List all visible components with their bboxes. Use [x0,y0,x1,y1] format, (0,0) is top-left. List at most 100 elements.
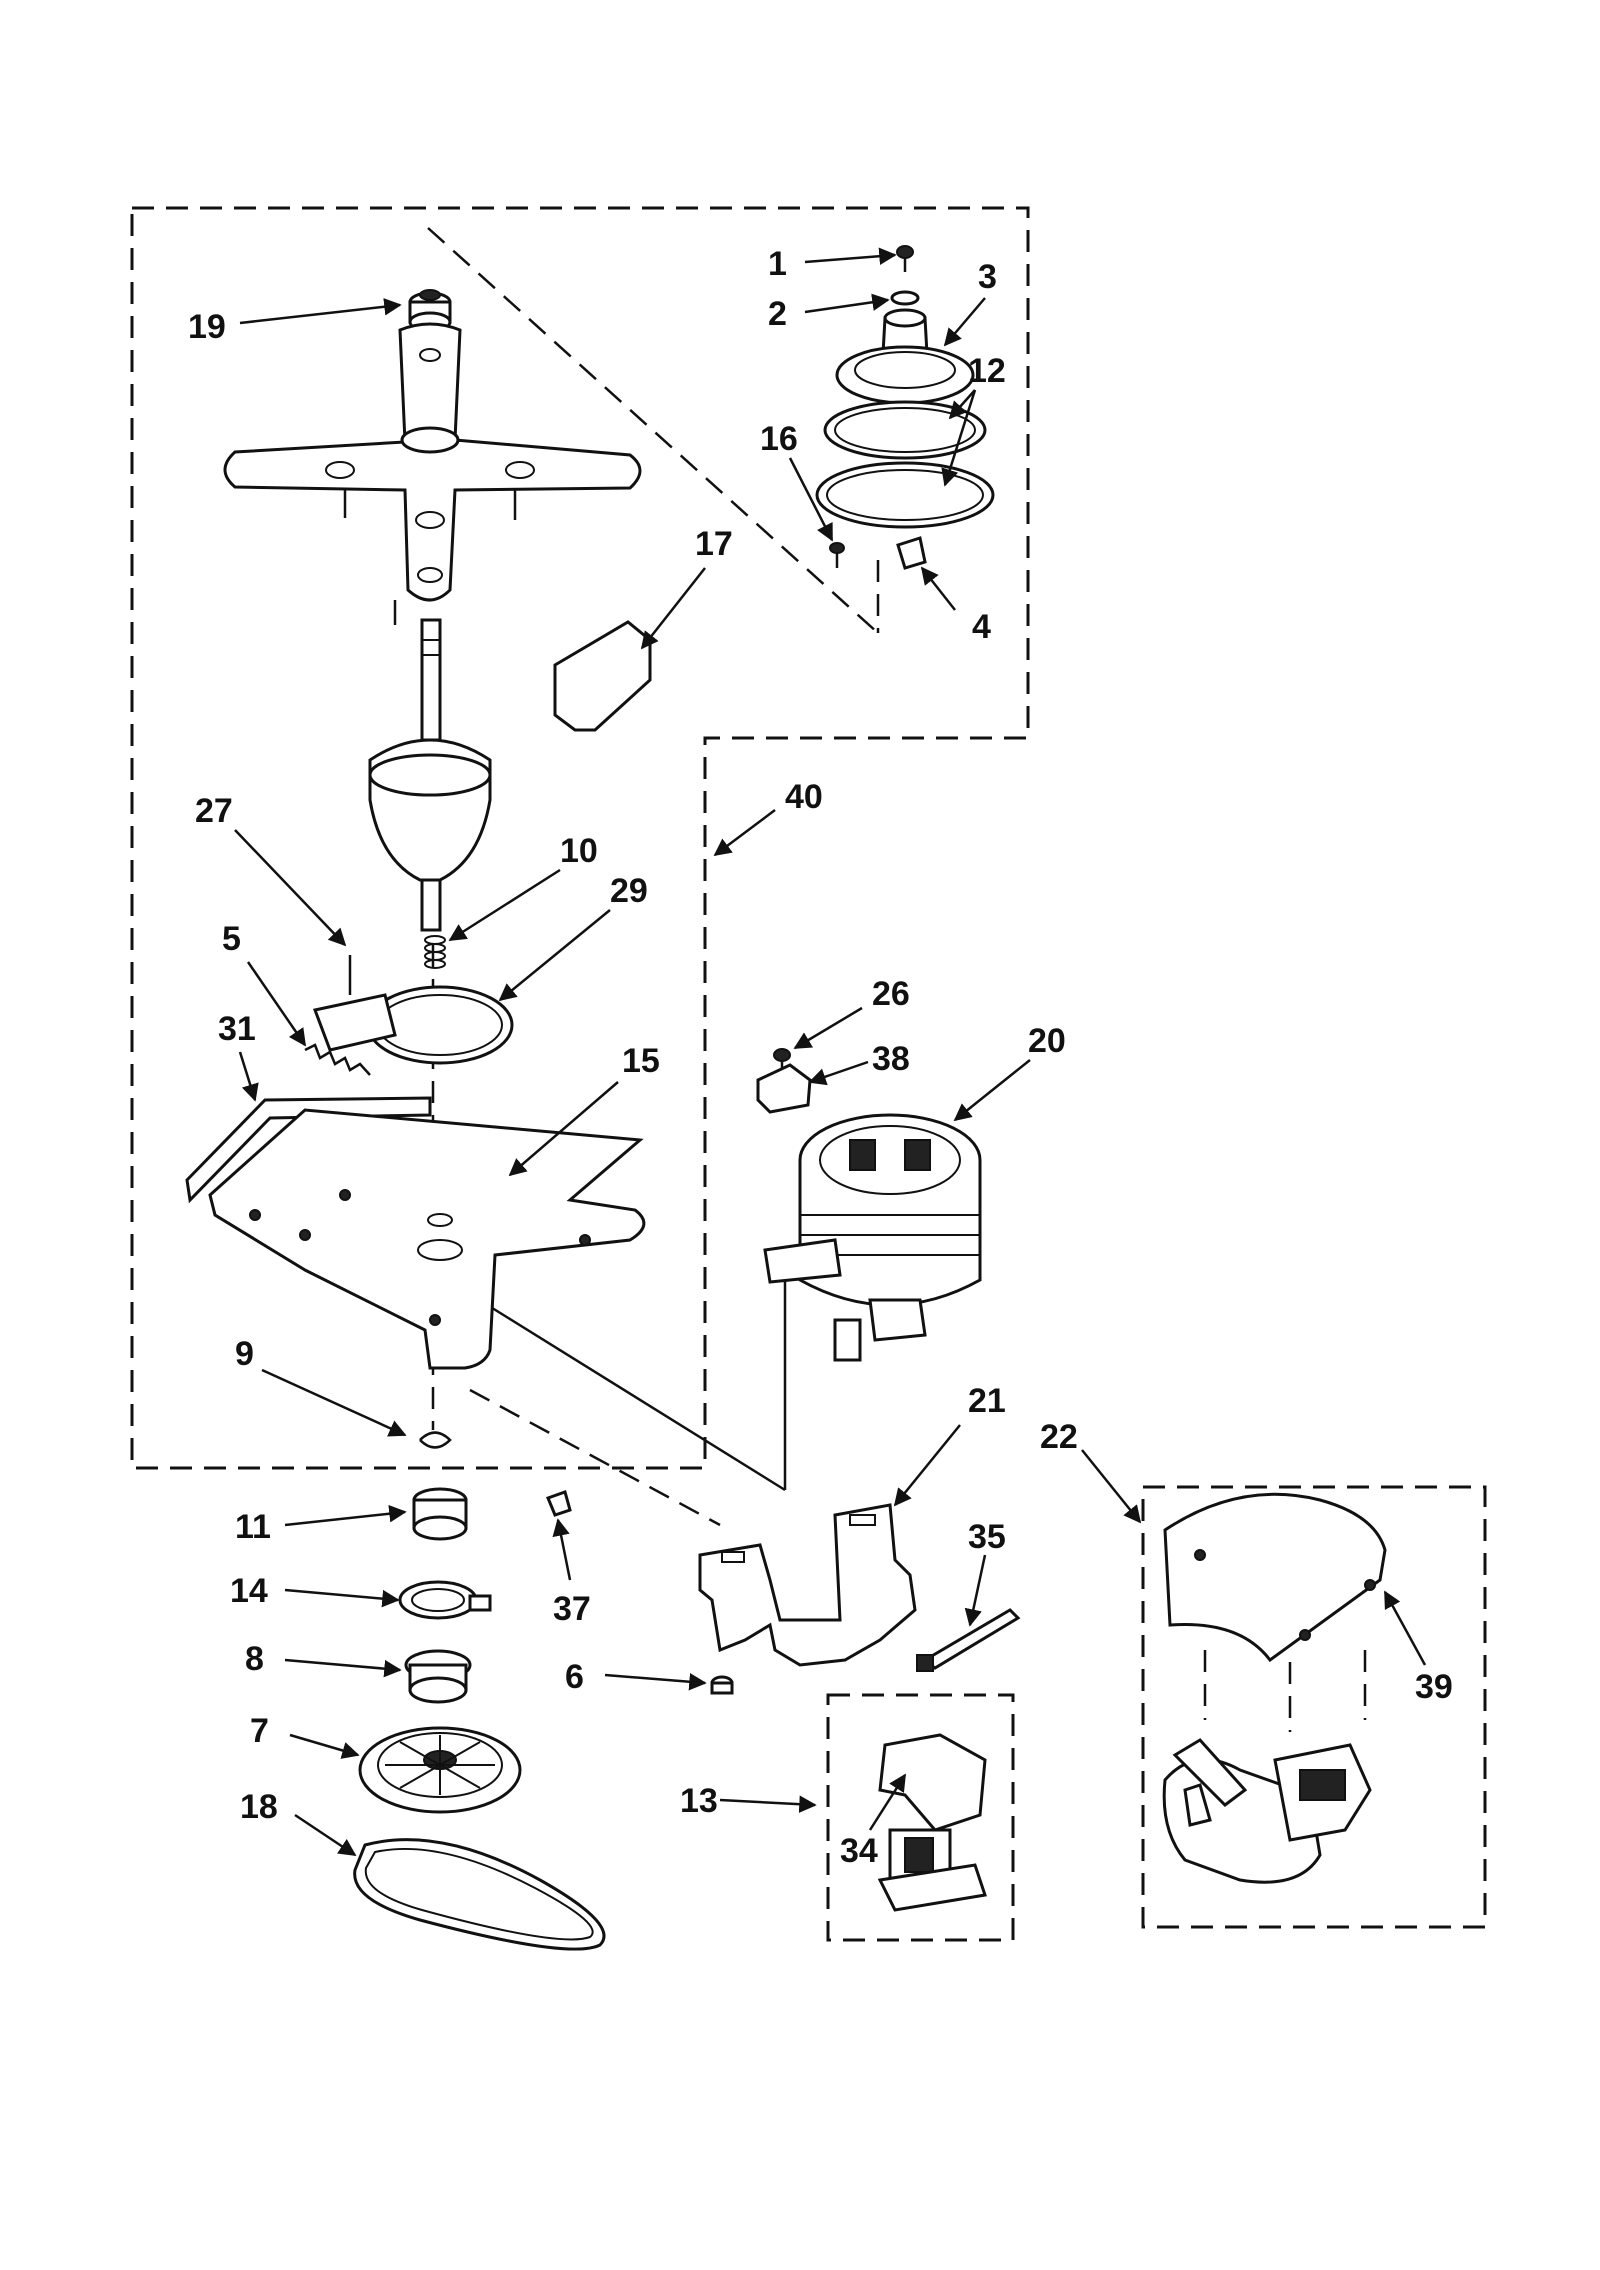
cable-tie-part [916,1608,1021,1672]
leader-10 [448,868,561,942]
leader-8 [284,1658,402,1678]
base-plate-part [208,1108,646,1370]
clamp-part [312,955,397,1052]
small-screw-part [829,542,845,568]
leader-40 [713,809,776,857]
nut-part [710,1675,734,1695]
leader-4 [920,566,956,611]
callout-5: 5 [222,920,241,958]
washer-part [890,290,920,306]
solenoid-box [826,1693,1015,1942]
callout-7: 7 [250,1712,269,1750]
callout-35: 35 [968,1518,1006,1556]
callout-31: 31 [218,1010,256,1048]
clip-part [419,1431,452,1449]
leader-35 [964,1554,987,1627]
leader-22 [1081,1449,1142,1524]
callout-9: 9 [235,1335,254,1373]
callout-26: 26 [872,975,910,1013]
leader-5 [246,961,307,1047]
leader-12b [941,389,977,487]
callout-6: 6 [565,1658,584,1696]
leader-6 [604,1673,707,1691]
leader-15 [508,1081,619,1177]
upper-diagonal-line [427,227,879,634]
callout-18: 18 [240,1788,278,1826]
leader-38 [808,1060,869,1086]
leader-12a [948,389,976,420]
bracket-plate-part [756,1063,812,1114]
callout-21: 21 [968,1382,1006,1420]
callout-10: 10 [560,832,598,870]
leader-2 [804,293,890,314]
leader-26 [793,1006,863,1050]
leader-16 [788,457,834,542]
leader-21 [893,1424,961,1507]
callout-17: 17 [695,525,733,563]
callout-11: 11 [235,1508,271,1546]
callout-27: 27 [195,792,233,830]
leader-20 [953,1059,1031,1122]
base-to-bracket-line [469,1388,721,1527]
retainer-part [398,1580,492,1620]
pump-box [1141,1485,1487,1929]
spring-part [424,935,446,969]
belt-part [353,1838,606,1951]
callout-8: 8 [245,1640,264,1678]
spider-hub-part [223,322,642,625]
leader-19 [239,298,402,325]
leader-3 [943,297,986,347]
bolt-part [896,245,914,272]
drive-motor-part [763,1113,982,1362]
leader-9 [261,1368,407,1437]
leader-13 [719,1795,817,1813]
base-motor-line [459,1286,786,1492]
leader-1 [804,247,897,265]
leader-17 [640,567,706,650]
callout-29: 29 [610,872,648,910]
callout-34: 34 [840,1832,878,1870]
leader-39 [1383,1590,1427,1666]
callout-37: 37 [553,1590,591,1628]
leader-11 [284,1504,407,1527]
callout-2: 2 [768,295,787,333]
leader-29 [498,909,611,1002]
small-clip-part [546,1490,572,1517]
pulley-part [358,1726,522,1814]
callout-14: 14 [230,1572,268,1610]
bushing-part [412,1487,468,1541]
leader-27 [234,829,347,947]
transmission-part [368,618,492,932]
callout-22: 22 [1040,1418,1078,1456]
callout-13: 13 [680,1782,718,1820]
motor-clip-part [896,536,927,570]
callout-12: 12 [968,352,1006,390]
callout-40: 40 [785,778,823,816]
leader-31 [238,1051,259,1102]
callout-20: 20 [1028,1022,1066,1060]
leader-18 [294,1813,357,1857]
callout-4: 4 [972,608,991,646]
leader-7 [289,1733,360,1759]
solenoid-part [877,1828,987,1912]
callout-38: 38 [872,1040,910,1078]
motor-bracket-part [698,1503,917,1667]
pump-cover-part [1163,1492,1387,1663]
top-bearing-part [408,289,452,333]
callout-39: 39 [1415,1668,1453,1706]
drain-pump-part [1162,1738,1372,1884]
strip-part [185,1096,432,1204]
link-spring-part [304,1043,371,1076]
drive-pulley-cap-part [835,308,975,405]
nut-cup-part [404,1649,472,1704]
gasket-part [553,620,652,732]
solenoid-cover-part [878,1733,987,1832]
callout-15: 15 [622,1042,660,1080]
main-assembly-box [130,206,1030,1470]
callout-16: 16 [760,420,798,458]
leader-37 [552,1518,572,1581]
callout-1: 1 [768,245,787,283]
leader-14 [284,1588,400,1608]
leader-34 [868,1773,907,1831]
